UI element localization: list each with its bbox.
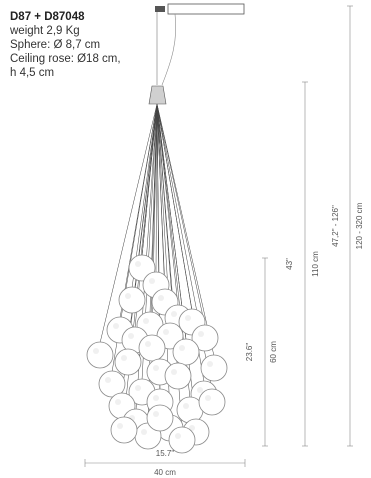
spec-block: D87 + D87048 weight 2,9 Kg Sphere: Ø 8,7… [10, 10, 121, 80]
sphere-highlight [115, 399, 121, 405]
total-height-cm-label: 120 - 320 cm [355, 202, 364, 249]
weight-text: weight 2,9 Kg [10, 25, 80, 37]
sphere-highlight [153, 365, 159, 371]
sphere-highlight [125, 293, 131, 299]
sphere-highlight [135, 261, 141, 267]
canopy [148, 85, 167, 105]
glass-sphere [138, 334, 166, 362]
width-inch-label: 15.7" [156, 449, 175, 458]
cluster-height-cm-label: 60 cm [269, 341, 278, 363]
sphere-text: Sphere: Ø 8,7 cm [10, 39, 101, 51]
sphere-cluster [86, 254, 228, 454]
sphere-highlight [205, 395, 211, 401]
glass-sphere [191, 324, 219, 352]
sphere-highlight [135, 385, 141, 391]
sphere-highlight [153, 411, 159, 417]
sphere-highlight [93, 348, 99, 354]
glass-sphere [200, 354, 228, 382]
sphere-highlight [189, 425, 195, 431]
width-cm-label: 40 cm [154, 468, 176, 477]
sphere-highlight [185, 315, 191, 321]
glass-sphere [168, 426, 196, 454]
sphere-highlight [105, 377, 111, 383]
sphere-highlight [171, 311, 177, 317]
glass-sphere [86, 341, 114, 369]
sphere-highlight [145, 341, 151, 347]
sphere-highlight [121, 355, 127, 361]
sphere-highlight [117, 423, 123, 429]
sphere-highlight [128, 333, 134, 339]
glass-sphere [164, 362, 192, 390]
total-height-inch-label: 47,2" - 126" [331, 205, 340, 247]
sphere-highlight [179, 345, 185, 351]
glass-sphere [198, 388, 226, 416]
sphere-highlight [113, 323, 119, 329]
sphere-highlight [149, 278, 155, 284]
sphere-highlight [158, 295, 164, 301]
cable-height-cm-label: 110 cm [311, 251, 320, 277]
sphere-highlight [198, 331, 204, 337]
glass-sphere [98, 370, 126, 398]
sphere-highlight [175, 433, 181, 439]
ceiling-rose [155, 3, 245, 86]
product-code: D87 + D87048 [10, 11, 85, 23]
glass-sphere [146, 404, 174, 432]
sphere-highlight [141, 429, 147, 435]
glass-sphere [114, 348, 142, 376]
glass-sphere [118, 286, 146, 314]
ceiling-rose-height-text: h 4,5 cm [10, 67, 55, 79]
sphere-highlight [153, 395, 159, 401]
sphere-highlight [163, 329, 169, 335]
dimension-lines [84, 5, 353, 467]
sphere-highlight [171, 369, 177, 375]
glass-sphere [172, 338, 200, 366]
glass-sphere [110, 416, 138, 444]
sphere-highlight [207, 361, 213, 367]
sphere-highlight [143, 318, 149, 324]
cluster-height-inch-label: 23.6" [245, 343, 254, 362]
ceiling-rose-text: Ceiling rose: Ø18 cm, [10, 53, 121, 65]
cable-height-inch-label: 43" [285, 258, 294, 270]
sphere-highlight [197, 387, 203, 393]
sphere-highlight [183, 403, 189, 409]
